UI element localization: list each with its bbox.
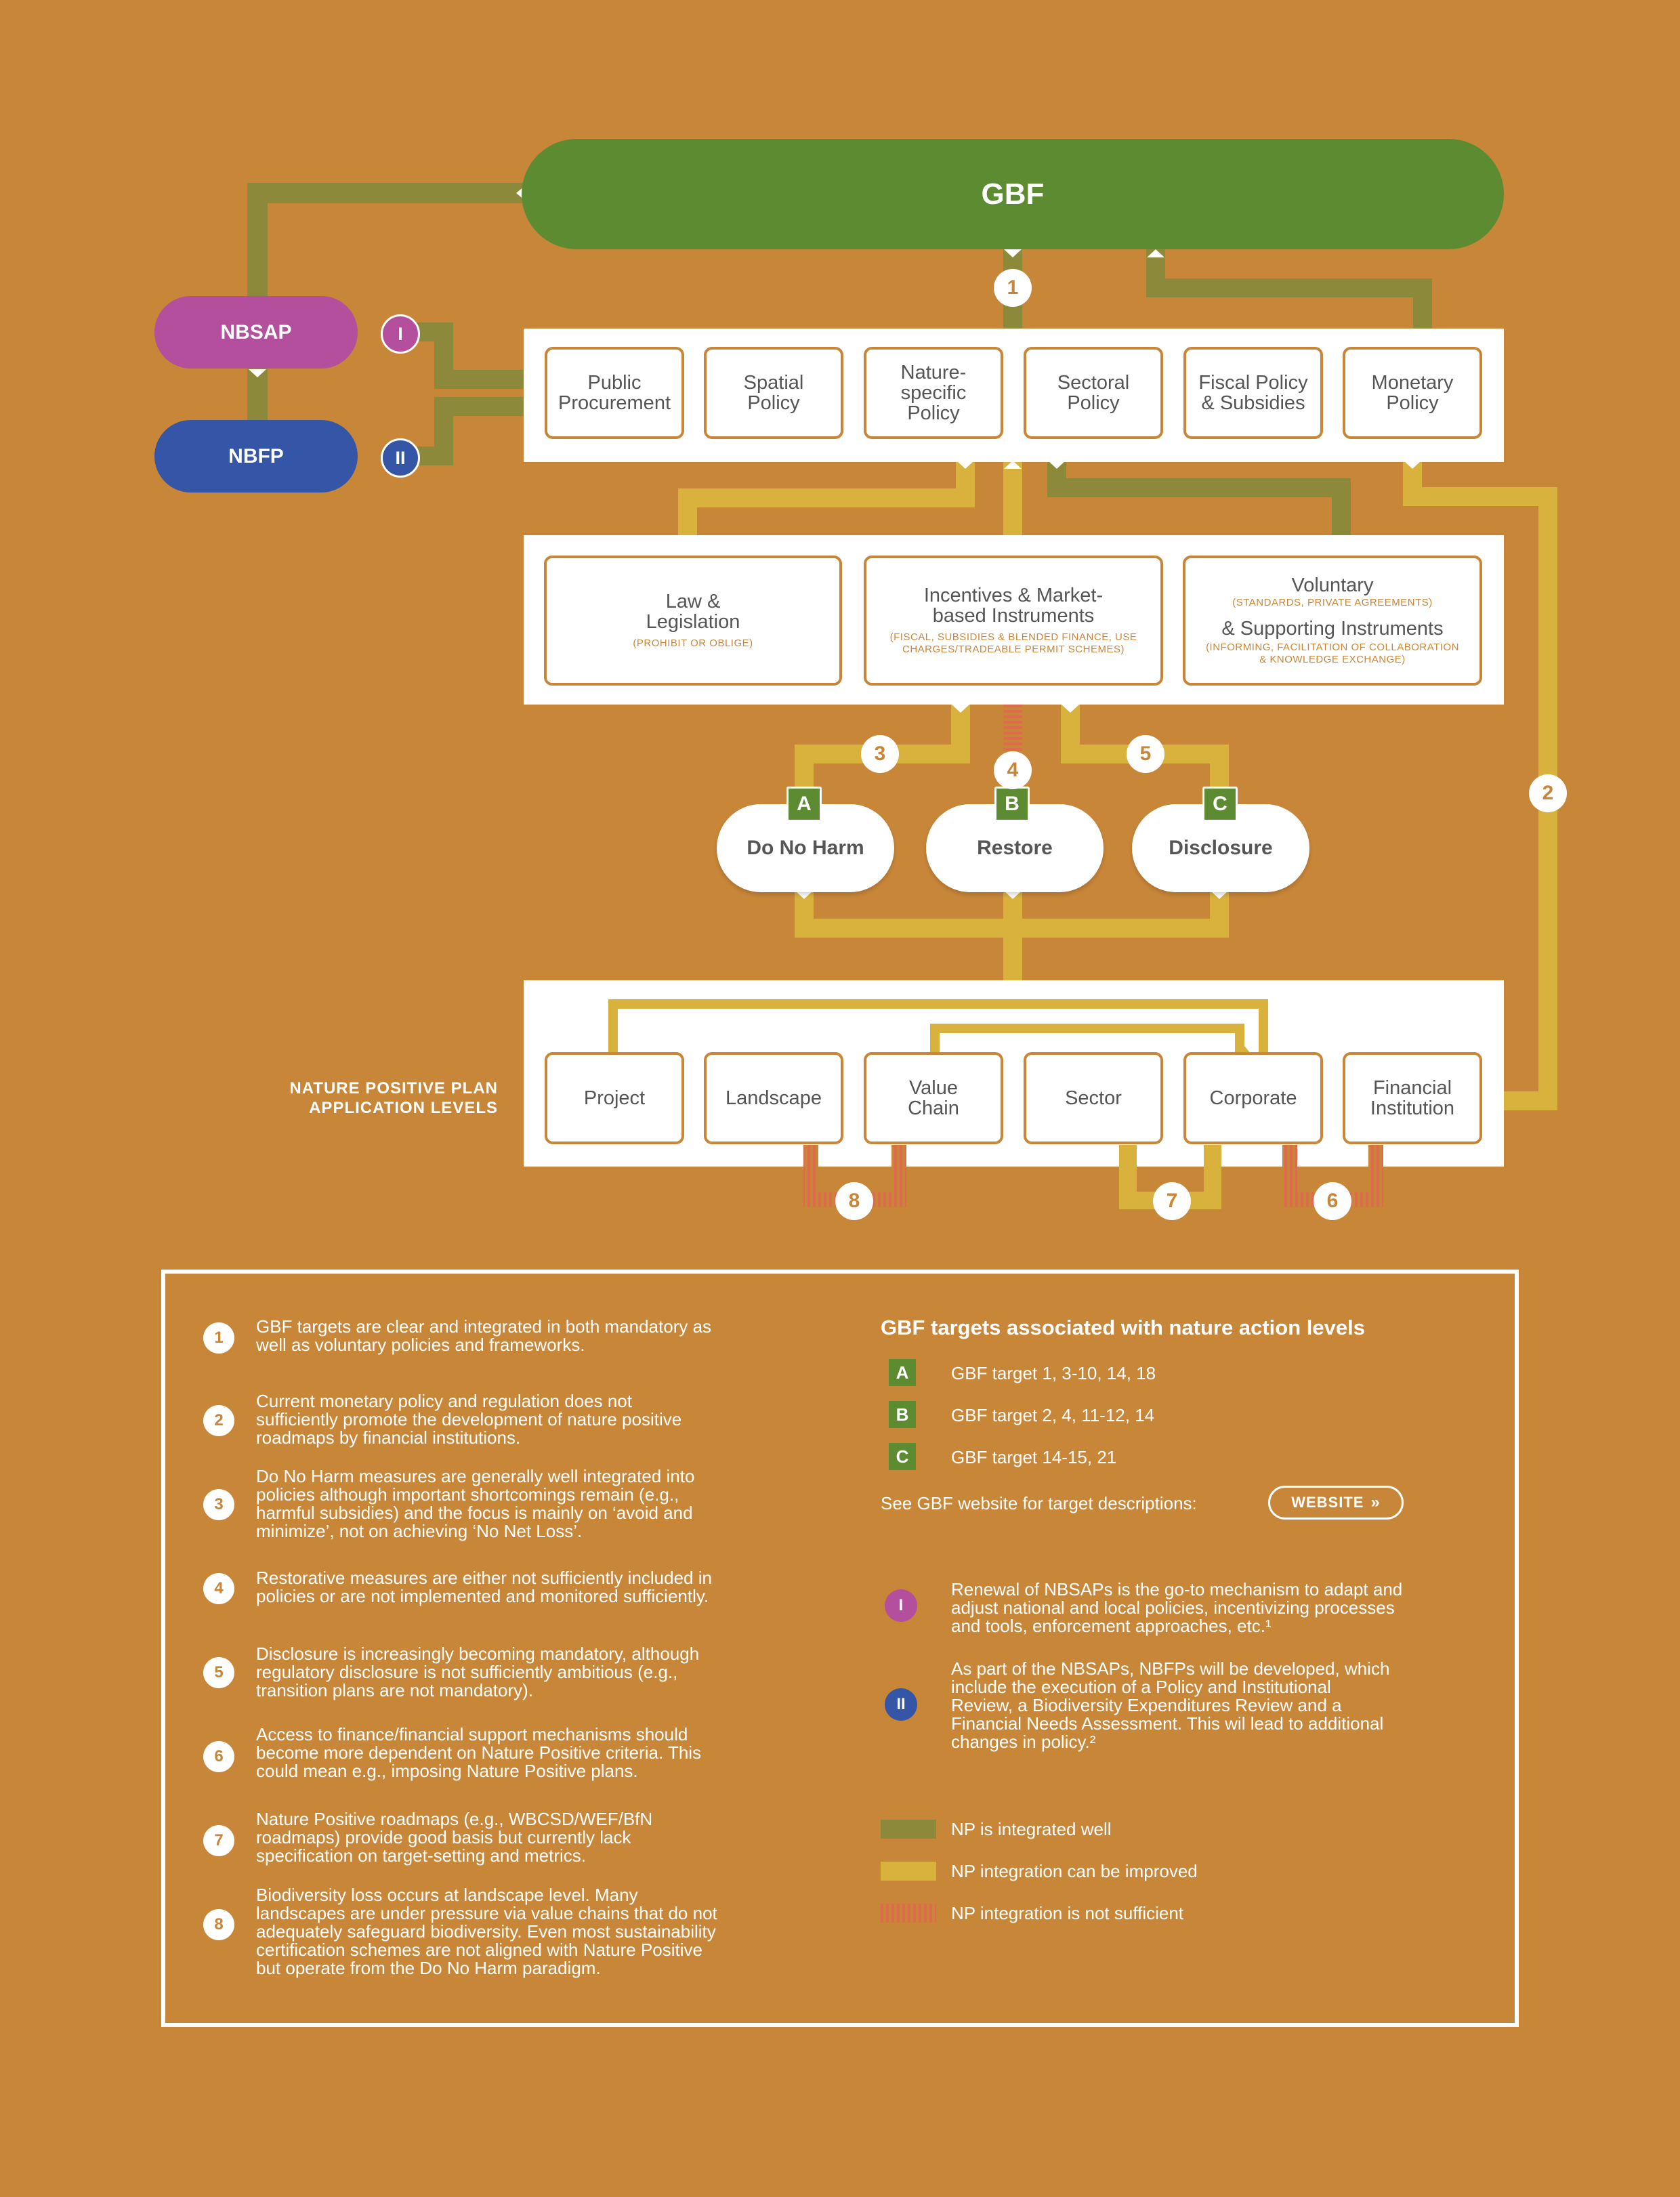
legend-num-3: 3 — [203, 1489, 234, 1520]
nbsap-label: NBSAP — [220, 320, 292, 343]
line-nbfp-panel — [400, 397, 525, 465]
line-actions-levels — [795, 891, 1229, 982]
instrument-incentives: Incentives & Market- based Instruments (… — [864, 556, 1163, 686]
marker-4: 4 — [994, 751, 1032, 789]
key-swatch-improved — [881, 1862, 936, 1881]
nbsap-pill: NBSAP — [154, 296, 358, 369]
line-gbf-monetary — [1146, 249, 1432, 329]
level-corporate: Corporate — [1183, 1052, 1323, 1144]
marker-2: 2 — [1529, 774, 1567, 812]
level-sector: Sector — [1024, 1052, 1163, 1144]
marker-7: 7 — [1153, 1182, 1191, 1220]
action-letter-c: C — [1202, 787, 1238, 822]
target-letter-b: B — [889, 1401, 916, 1428]
legend-num-7: 7 — [203, 1825, 234, 1856]
key-label-improved: NP integration can be improved — [951, 1861, 1198, 1881]
gbf-label: GBF — [981, 177, 1045, 211]
target-text-c: GBF target 14-15, 21 — [951, 1447, 1117, 1467]
legend-text-7: Nature Positive roadmaps (e.g., WBCSD/WE… — [256, 1809, 653, 1866]
marker-3: 3 — [861, 735, 899, 773]
legend-num-4: 4 — [203, 1573, 234, 1604]
key-label-insufficient: NP integration is not sufficient — [951, 1903, 1184, 1923]
arrow-policy-1 — [1004, 249, 1022, 257]
double-chevron-right-icon: » — [1370, 1493, 1381, 1511]
legend-box — [161, 1270, 1519, 2027]
line-policy-voluntary — [1047, 461, 1351, 535]
key-swatch-insufficient — [881, 1904, 936, 1923]
legend-roman-text-i: Renewal of NBSAPs is the go-to mechanism… — [951, 1579, 1403, 1636]
legend-num-5: 5 — [203, 1657, 234, 1688]
levels-title: NATURE POSITIVE PLAN APPLICATION LEVELS — [289, 1079, 498, 1117]
line-policy-law — [678, 461, 975, 535]
marker-6: 6 — [1314, 1182, 1351, 1220]
marker-5: 5 — [1127, 735, 1164, 773]
marker-8: 8 — [835, 1182, 873, 1220]
policy-panel — [524, 329, 1504, 462]
website-note: See GBF website for target descriptions: — [881, 1493, 1197, 1513]
roman-i-badge: I — [381, 314, 420, 354]
policy-fiscal: Fiscal Policy& Subsidies — [1183, 347, 1323, 439]
target-text-a: GBF target 1, 3-10, 14, 18 — [951, 1363, 1156, 1383]
legend-roman-text-ii: As part of the NBSAPs, NBFPs will be dev… — [951, 1658, 1390, 1752]
arrow-gbf-2 — [1147, 249, 1164, 257]
level-landscape: Landscape — [704, 1052, 843, 1144]
targets-title: GBF targets associated with nature actio… — [881, 1316, 1365, 1339]
target-letter-a: A — [889, 1359, 916, 1386]
legend-num-1: 1 — [203, 1322, 234, 1354]
target-letter-c: C — [889, 1443, 916, 1470]
nbfp-label: NBFP — [228, 444, 284, 467]
legend-roman-ii: II — [885, 1688, 917, 1721]
legend-text-2: Current monetary policy and regulation d… — [256, 1391, 682, 1448]
arrow-nbsap — [249, 369, 266, 377]
legend-num-8: 8 — [203, 1909, 234, 1940]
legend-num-2: 2 — [203, 1405, 234, 1436]
gbf-pill: GBF — [522, 139, 1504, 249]
legend-text-3: Do No Harm measures are generally well i… — [256, 1466, 695, 1541]
action-do-no-harm: Do No Harm — [717, 804, 894, 892]
line-nbsap-panel — [400, 322, 525, 389]
legend-text-1: GBF targets are clear and integrated in … — [256, 1316, 712, 1355]
target-text-b: GBF target 2, 4, 11-12, 14 — [951, 1405, 1155, 1425]
key-swatch-well — [881, 1820, 936, 1839]
instrument-voluntary: Voluntary (STANDARDS, PRIVATE AGREEMENTS… — [1183, 556, 1482, 686]
action-letter-a: A — [786, 787, 822, 822]
level-project: Project — [545, 1052, 684, 1144]
roman-ii-badge: II — [381, 438, 420, 478]
legend-num-6: 6 — [203, 1741, 234, 1772]
instrument-law: Law & Legislation (PROHIBIT OR OBLIGE) — [544, 556, 842, 686]
key-label-well: NP is integrated well — [951, 1819, 1112, 1839]
marker-1: 1 — [994, 269, 1032, 307]
nbfp-pill: NBFP — [154, 420, 358, 493]
legend-text-8: Biodiversity loss occurs at landscape le… — [256, 1885, 717, 1978]
line-gbf-nbsap — [247, 183, 528, 305]
action-letter-b: B — [994, 787, 1030, 822]
line-monetary-financial — [1403, 461, 1557, 1110]
legend-text-6: Access to finance/financial support mech… — [256, 1724, 702, 1781]
legend-roman-i: I — [885, 1589, 917, 1622]
legend-text-4: Restorative measures are either not suff… — [256, 1568, 712, 1606]
website-button[interactable]: WEBSITE » — [1268, 1486, 1404, 1520]
legend-text-5: Disclosure is increasingly becoming mand… — [256, 1644, 700, 1700]
